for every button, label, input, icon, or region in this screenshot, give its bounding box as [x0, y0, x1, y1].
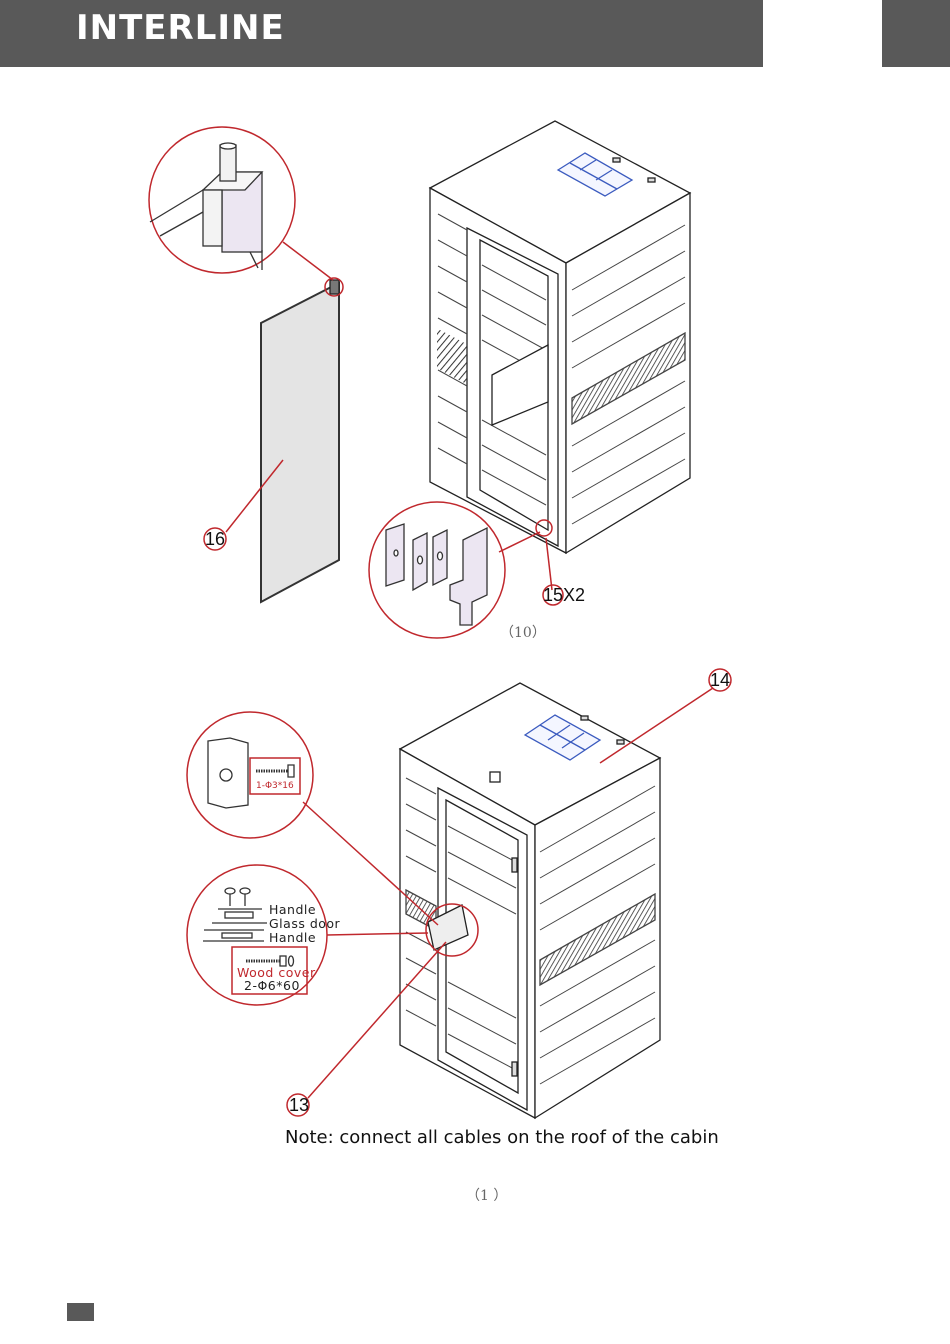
- handle-top-label: Handle: [269, 904, 316, 917]
- bolt-spec: 2-Φ6*60: [244, 980, 300, 993]
- screw-spec: 1-Φ3*16: [256, 781, 294, 791]
- assembly-note: Note: connect all cables on the roof of …: [285, 1127, 719, 1148]
- part-label-13: 13: [289, 1096, 309, 1114]
- glass-door-label: Glass door: [269, 918, 340, 931]
- part-label-14: 14: [710, 671, 730, 689]
- footer-marker: [67, 1303, 94, 1321]
- figure-10: [149, 121, 690, 638]
- figure-caption-11: （1 ）: [466, 1185, 507, 1205]
- figure-caption-10: （10）: [500, 622, 546, 642]
- handle-bottom-label: Handle: [269, 932, 316, 945]
- part-label-15: 15X2: [543, 586, 585, 604]
- cabin-10: [430, 121, 690, 553]
- glass-panel: [261, 283, 339, 602]
- part-label-16: 16: [205, 530, 225, 548]
- figure-11: [187, 669, 731, 1118]
